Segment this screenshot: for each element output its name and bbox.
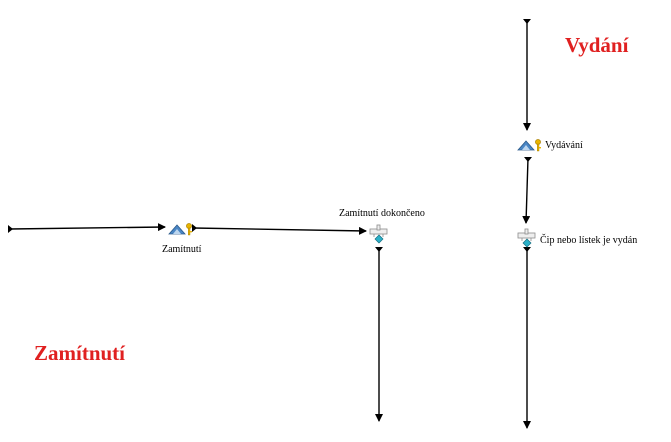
node-label-zamitnuti: Zamítnutí	[162, 244, 202, 255]
node-label-zamitnuti-dokonceno: Zamítnutí dokončeno	[339, 208, 425, 219]
connector-incoming-vydavani	[523, 19, 531, 131]
section-title-vydani: Vydání	[565, 33, 629, 57]
event-split-icon[interactable]	[369, 224, 388, 244]
connector-cip-down	[523, 247, 531, 429]
connector-incoming-zamitnuti	[8, 223, 166, 233]
event-split-icon[interactable]	[517, 228, 536, 248]
connector-zamitnuti-to-done	[192, 224, 367, 235]
connector-done-down	[375, 247, 383, 422]
task-activity-icon[interactable]	[168, 223, 192, 236]
node-label-cip-vydan: Čip nebo lístek je vydán	[540, 235, 638, 246]
task-activity-icon[interactable]	[517, 139, 541, 152]
connector-vydavani-to-cip	[522, 157, 532, 224]
section-title-zamitnuti: Zamítnutí	[34, 341, 126, 365]
node-label-vydavani: Vydávání	[545, 140, 583, 151]
